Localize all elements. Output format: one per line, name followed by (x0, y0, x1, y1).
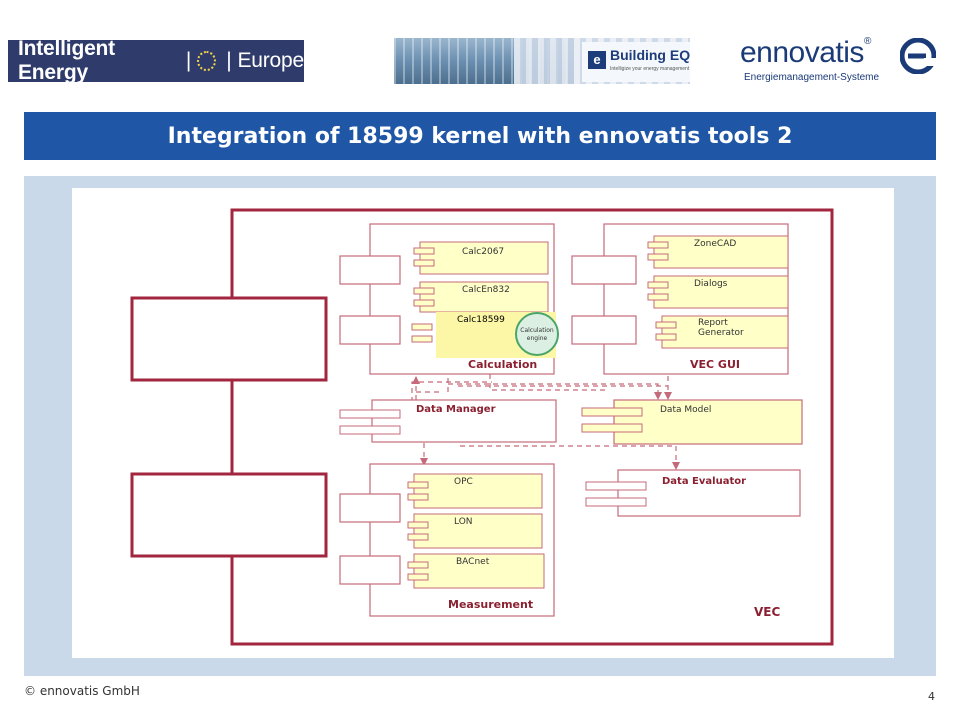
ennovatis-e-icon (900, 38, 936, 74)
page-number: 4 (928, 690, 935, 703)
data-manager-package: Data Manager (339, 399, 557, 443)
logo-ie-separator: | (185, 49, 192, 72)
building-eq-logo: e Building EQ Intelligize your energy ma… (394, 38, 690, 84)
data-evaluator-package: Data Evaluator (585, 469, 801, 517)
zonecad-label: ZoneCAD (694, 239, 736, 249)
measurement-label: Measurement (448, 598, 533, 611)
lon-label: LON (454, 517, 473, 527)
vec-label: VEC (754, 605, 780, 619)
ennovatis-name: ennovatis (740, 36, 864, 69)
calculation-engine-circle (515, 312, 559, 356)
logo-ie-name: Intelligent Energy (18, 37, 115, 84)
dialogs-label: Dialogs (694, 279, 728, 289)
calc18599-label: Calc18599 (457, 315, 505, 325)
calculation-package: Calc2067 CalcEn832 Calc18599 Calculation… (339, 223, 559, 375)
intelligent-energy-logo: Intelligent Energy | | Europe (8, 37, 304, 84)
measurement-package: OPC LON BACnet Measurement (339, 463, 555, 617)
building-eq-wordmark: e Building EQ Intelligize your energy ma… (582, 42, 690, 82)
ennovatis-subtitle: Energiemanagement-Systeme (744, 72, 880, 83)
logo-ie-separator-2: | (226, 49, 232, 72)
data-manager-label: Data Manager (416, 404, 496, 415)
arrow-heads (412, 376, 680, 470)
architecture-diagram: VEC Calc2067 CalcEn832 Calc18599 Calcula… (72, 188, 894, 658)
calc2067-label: Calc2067 (462, 247, 504, 257)
uml-component-diagram: VEC Calc2067 CalcEn832 Calc18599 Calcula… (130, 208, 834, 646)
slide-title: Integration of 18599 kernel with ennovat… (167, 123, 793, 149)
building-eq-tagline: Intelligize your energy management (610, 66, 690, 72)
footer-copyright: © ennovatis GmbH (24, 684, 140, 698)
external-box-bottom (130, 472, 328, 558)
bacnet-label: BACnet (456, 557, 490, 567)
vec-gui-package: ZoneCAD Dialogs Report Generator VEC GUI (571, 223, 789, 375)
registered-mark: ® (863, 36, 871, 47)
data-model-package: Data Model (581, 399, 803, 445)
ennovatis-logo: ennovatis® Energiemanagement-Systeme (740, 36, 940, 88)
data-evaluator-label: Data Evaluator (662, 476, 746, 487)
calcen832-label: CalcEn832 (462, 285, 510, 295)
slide-title-bar: Integration of 18599 kernel with ennovat… (24, 112, 936, 160)
report-generator-label-1: Report (698, 318, 728, 328)
opc-label: OPC (454, 477, 473, 487)
report-generator-label-2: Generator (698, 328, 744, 338)
ennovatis-wordmark: ennovatis® (740, 36, 871, 70)
building-eq-name: Building EQ (610, 47, 690, 63)
calculation-label: Calculation (468, 358, 537, 371)
eu-stars-icon (197, 51, 217, 71)
engine-label-line2: engine (527, 335, 548, 342)
building-eq-e-icon: e (588, 51, 606, 69)
logo-ie-region: Europe (237, 49, 304, 72)
engine-label-line1: Calculation (520, 327, 554, 334)
external-box-top (130, 296, 328, 382)
vec-gui-label: VEC GUI (690, 358, 740, 371)
data-model-label: Data Model (660, 405, 711, 415)
